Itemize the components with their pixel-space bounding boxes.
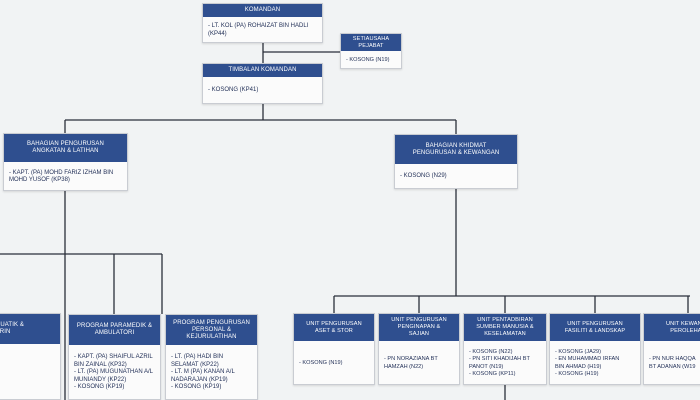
node-penginapan: UNIT PENGURUSAN PENGINAPAN & SAJIAN - PN … (378, 313, 460, 385)
node-title: TIMBALAN KOMANDAN (203, 64, 322, 77)
member-line: - KOSONG (JA29) (555, 348, 602, 355)
member-line: - LT. (PA) MUGUNATHAN A/L MUNIANDY (KP22… (74, 369, 154, 383)
node-personal: PROGRAM PENGURUSAN PERSONAL & KEJURULATI… (165, 314, 258, 400)
node-fasiliti: UNIT PENGURUSAN FASILITI & LANDSKAP- KOS… (549, 313, 641, 385)
node-aset: UNIT PENGURUSAN ASET & STOR - KOSONG (N19… (293, 313, 375, 385)
member-line: - KAPT. (PA) MOHD FARIZ IZHAM BIN MOHD Y… (9, 169, 114, 183)
node-title: PROGRAM PENGURUSAN PERSONAL & KEJURULATI… (166, 315, 257, 345)
node-title: UNIT PENGURUSAN PENGINAPAN & SAJIAN (379, 314, 459, 341)
node-title: KOMANDAN (203, 4, 322, 17)
member-line: BT ADANAN (W19 (649, 363, 696, 370)
node-members: - KOSONG (N19) (341, 51, 401, 70)
node-sumber: UNIT PENTADBIRAN SUMBER MANUSIA & KESELA… (463, 313, 547, 385)
member-line: - LT. (PA) HADI BIN SELAMAT (KP22) (171, 354, 224, 368)
member-line: - KOSONG (N19) (299, 359, 343, 366)
node-komandan: KOMANDAN - LT. KOL (PA) ROHAIZAT BIN HADL… (202, 3, 323, 43)
node-paramedik: PROGRAM PARAMEDIK & AMBULATORI - KAPT. (P… (68, 314, 161, 400)
member-line: - KOSONG (N29) (400, 173, 447, 180)
member-line: AMID (KP19) (0, 384, 55, 391)
member-line: - KOSONG (N22) (469, 348, 513, 355)
member-line: - KOSONG (KP19) (74, 384, 125, 391)
node-members: - KAPT. (PA) SHAIFUL AZRIL BIN ZAINAL (K… (69, 345, 160, 400)
member-line: - LT. M (PA) KANAN A/L NADARAJAN (KP19) (171, 369, 235, 383)
node-title: SETIAUSAHA PEJABAT (341, 34, 401, 51)
node-members: ISMAIL HAFIZ BIN ARIFFIN (KP29)(KP22)BDU… (0, 344, 60, 400)
node-title: UNIT PENGURUSAN FASILITI & LANDSKAP (550, 314, 640, 341)
member-line: (KP22) (0, 369, 55, 376)
node-members: - LT. KOL (PA) ROHAIZAT BIN HADLI (KP44) (203, 17, 322, 44)
member-line: ISMAIL HAFIZ BIN ARIFFIN (KP29) (0, 354, 55, 369)
node-title: BAHAGIAN PENGURUSAN ANGKATAN & LATIHAN (4, 134, 127, 162)
node-bkpk: BAHAGIAN KHIDMAT PENGURUSAN & KEWANGAN - … (394, 134, 518, 189)
node-members: - PN NORAZIANA BT HAMZAH (N22) (379, 341, 459, 386)
node-akuatik: RAM AKUATIK & MARINISMAIL HAFIZ BIN ARIF… (0, 313, 61, 400)
node-title: BAHAGIAN KHIDMAT PENGURUSAN & KEWANGAN (395, 135, 517, 164)
node-setiausaha: SETIAUSAHA PEJABAT - KOSONG (N19) (340, 33, 402, 69)
node-members: - LT. (PA) HADI BIN SELAMAT (KP22)- LT. … (166, 345, 257, 400)
node-title: UNIT KEWANGA PEROLEHAN (644, 314, 700, 341)
member-line: - PN NUR HAQQA (649, 356, 696, 363)
member-line: - KOSONG (N19) (346, 56, 390, 63)
member-line: - KOSONG (KP41) (208, 87, 259, 94)
member-line: BDULLAH AL HADI (0, 376, 55, 383)
node-timbalan: TIMBALAN KOMANDAN - KOSONG (KP41) (202, 63, 323, 104)
member-line: - PN SITI KHADIJAH BT PANOT (N19) (469, 356, 530, 370)
node-members: - KOSONG (JA29)- EN MUHAMMAD IRFAN BIN A… (550, 341, 640, 386)
member-line: - KOSONG (KP19) (171, 384, 222, 391)
node-members: - KOSONG (N29) (395, 164, 517, 190)
member-line: - KOSONG (KP11) (469, 370, 516, 377)
member-line: - KAPT. (PA) SHAIFUL AZRIL BIN ZAINAL (K… (74, 354, 153, 368)
node-title: UNIT PENTADBIRAN SUMBER MANUSIA & KESELA… (464, 314, 546, 341)
node-bpal: BAHAGIAN PENGURUSAN ANGKATAN & LATIHAN - … (3, 133, 128, 191)
node-members: - KOSONG (N22)- PN SITI KHADIJAH BT PANO… (464, 341, 546, 386)
node-members: - KOSONG (KP41) (203, 77, 322, 105)
member-line: - LT. KOL (PA) ROHAIZAT BIN HADLI (KP44) (208, 23, 309, 37)
member-line: - EN MUHAMMAD IRFAN BIN AHMAD (H19) (555, 356, 620, 370)
node-title: UNIT PENGURUSAN ASET & STOR (294, 314, 374, 341)
node-title: RAM AKUATIK & MARIN (0, 314, 60, 344)
member-line: - KOSONG (H19) (555, 370, 599, 377)
node-members: - KOSONG (N19) (294, 341, 374, 386)
member-line: - PN NORAZIANA BT HAMZAH (N22) (384, 356, 438, 370)
node-title: PROGRAM PARAMEDIK & AMBULATORI (69, 315, 160, 345)
node-members: - KAPT. (PA) MOHD FARIZ IZHAM BIN MOHD Y… (4, 162, 127, 192)
